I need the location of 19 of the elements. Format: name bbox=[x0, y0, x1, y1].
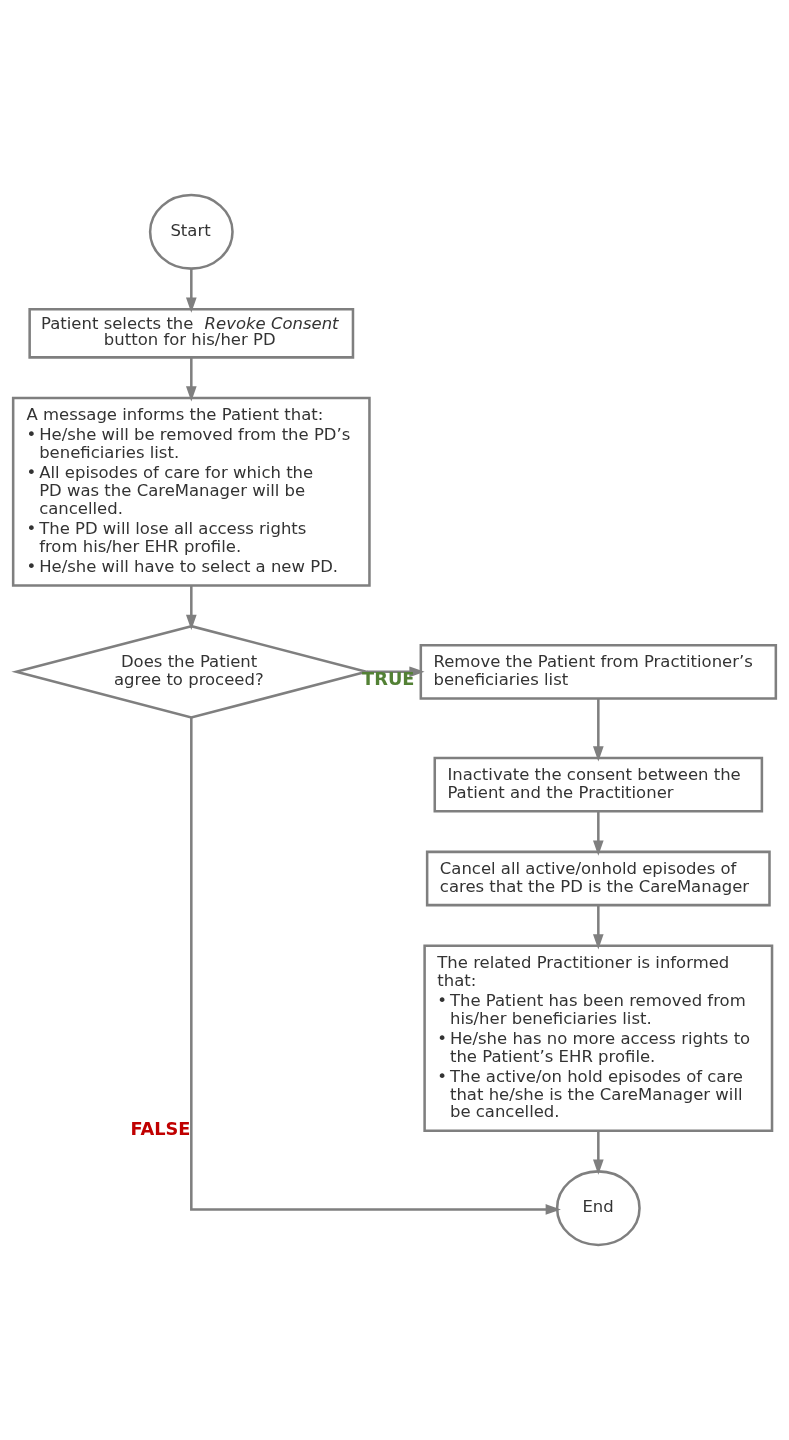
node-box: Cancel all active/onhold episodes of cares that the PD is the CareManager bbox=[425, 850, 771, 907]
arrow bbox=[185, 269, 197, 313]
node-box: Patient selects the Revoke Consent button for his/her PD bbox=[28, 307, 355, 359]
node-ellipse: Start bbox=[148, 193, 234, 270]
arrow bbox=[190, 717, 561, 1215]
arrow bbox=[366, 666, 425, 678]
arrow bbox=[592, 698, 604, 762]
edge-label: TRUE bbox=[362, 668, 415, 689]
node-box: The related Practitioner is informed that: • The Patient has been removed from his/her beneficiaries list. • He/she has no more access rights to the Patient’s EHR profile. • The active/on hold episodes of care that he/she is the CareManager will be cancelled. bbox=[423, 944, 774, 1133]
node-box: A message informs the Patient that: • He/she will be removed from the PD’s beneficiaries list. • All episodes of care for which the PD was the CareManager will be cancelled. • The PD will lose all access rights from his/her EHR profile. • He/she will have to select a new PD. bbox=[11, 396, 371, 587]
edge-label: FALSE bbox=[130, 1119, 191, 1140]
node-box: Inactivate the consent between the Patient and the Practitioner bbox=[433, 756, 764, 813]
arrow bbox=[593, 1131, 604, 1175]
arrow bbox=[185, 586, 197, 630]
arrow bbox=[592, 905, 604, 950]
arrow bbox=[185, 357, 197, 402]
node-ellipse: End bbox=[555, 1170, 641, 1247]
arrow bbox=[592, 811, 604, 856]
node-box: Remove the Patient from Practitioner’s beneficiaries list bbox=[419, 643, 778, 700]
